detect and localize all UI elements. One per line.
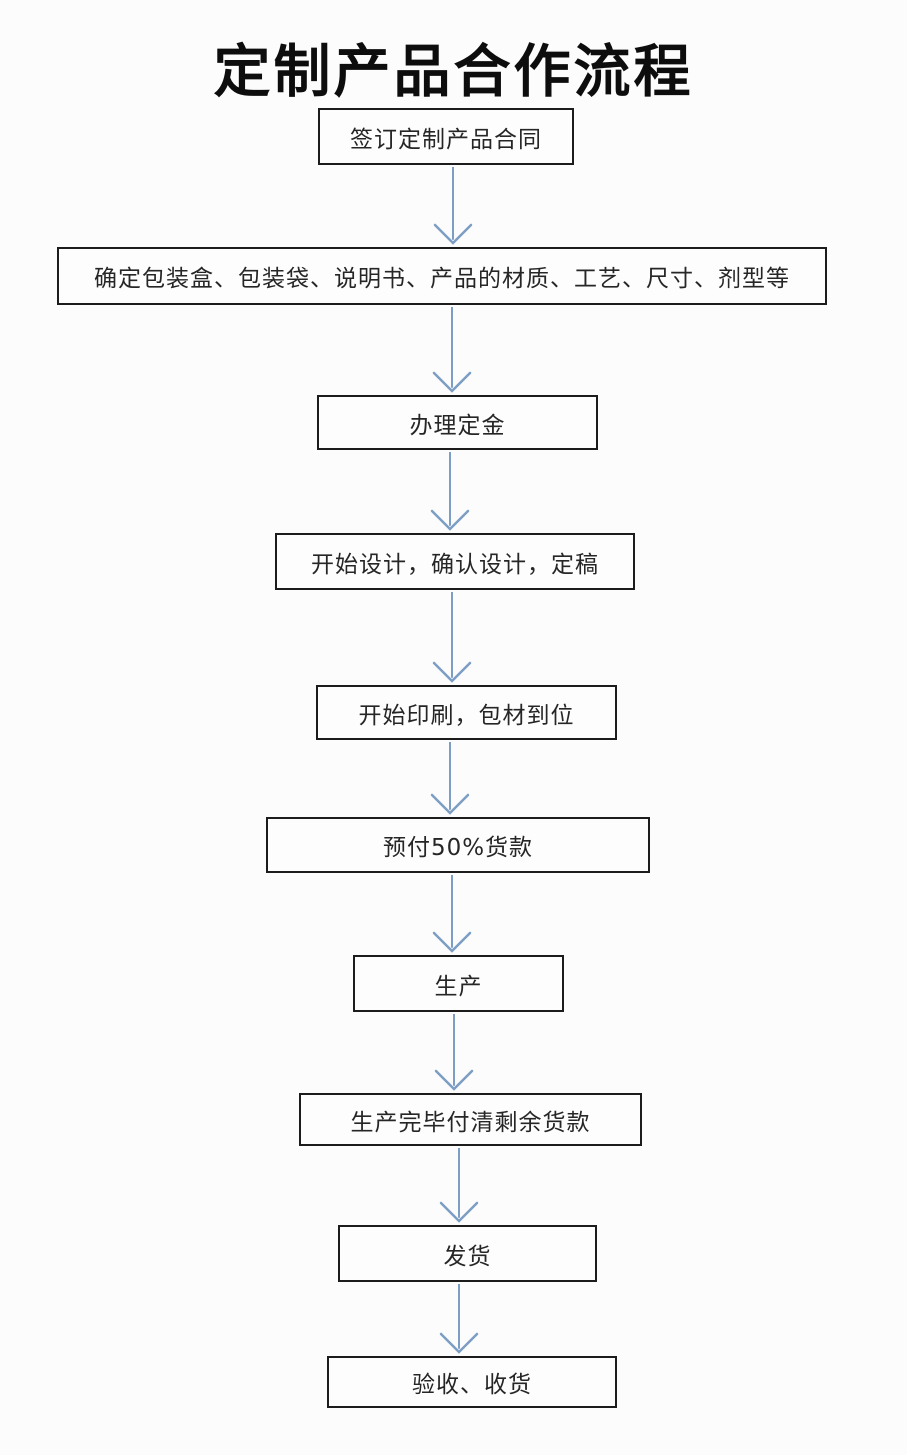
flow-node-acceptance: 验收、收货 [327,1356,617,1408]
flow-arrow-down-icon [430,742,470,815]
flow-node-design: 开始设计，确认设计，定稿 [275,533,635,590]
flow-node-printing: 开始印刷，包材到位 [316,685,617,740]
flow-node-deposit: 办理定金 [317,395,598,450]
flow-arrow-down-icon [433,167,473,245]
flow-arrow-down-icon [439,1148,479,1223]
flow-arrow-down-icon [432,592,472,683]
flow-node-shipping: 发货 [338,1225,597,1282]
flow-arrow-down-icon [434,1014,474,1091]
flow-arrow-down-icon [430,452,470,531]
flow-node-confirm-packaging: 确定包装盒、包装袋、说明书、产品的材质、工艺、尺寸、剂型等 [57,247,827,305]
flow-arrow-down-icon [439,1284,479,1354]
flow-node-sign-contract: 签订定制产品合同 [318,108,574,165]
flow-arrow-down-icon [432,875,472,953]
flow-node-final-payment: 生产完毕付清剩余货款 [299,1093,642,1146]
flow-node-prepay-50-percent: 预付50%货款 [266,817,650,873]
flow-node-production: 生产 [353,955,564,1012]
flow-arrow-down-icon [432,307,472,393]
page-title: 定制产品合作流程 [213,39,694,105]
